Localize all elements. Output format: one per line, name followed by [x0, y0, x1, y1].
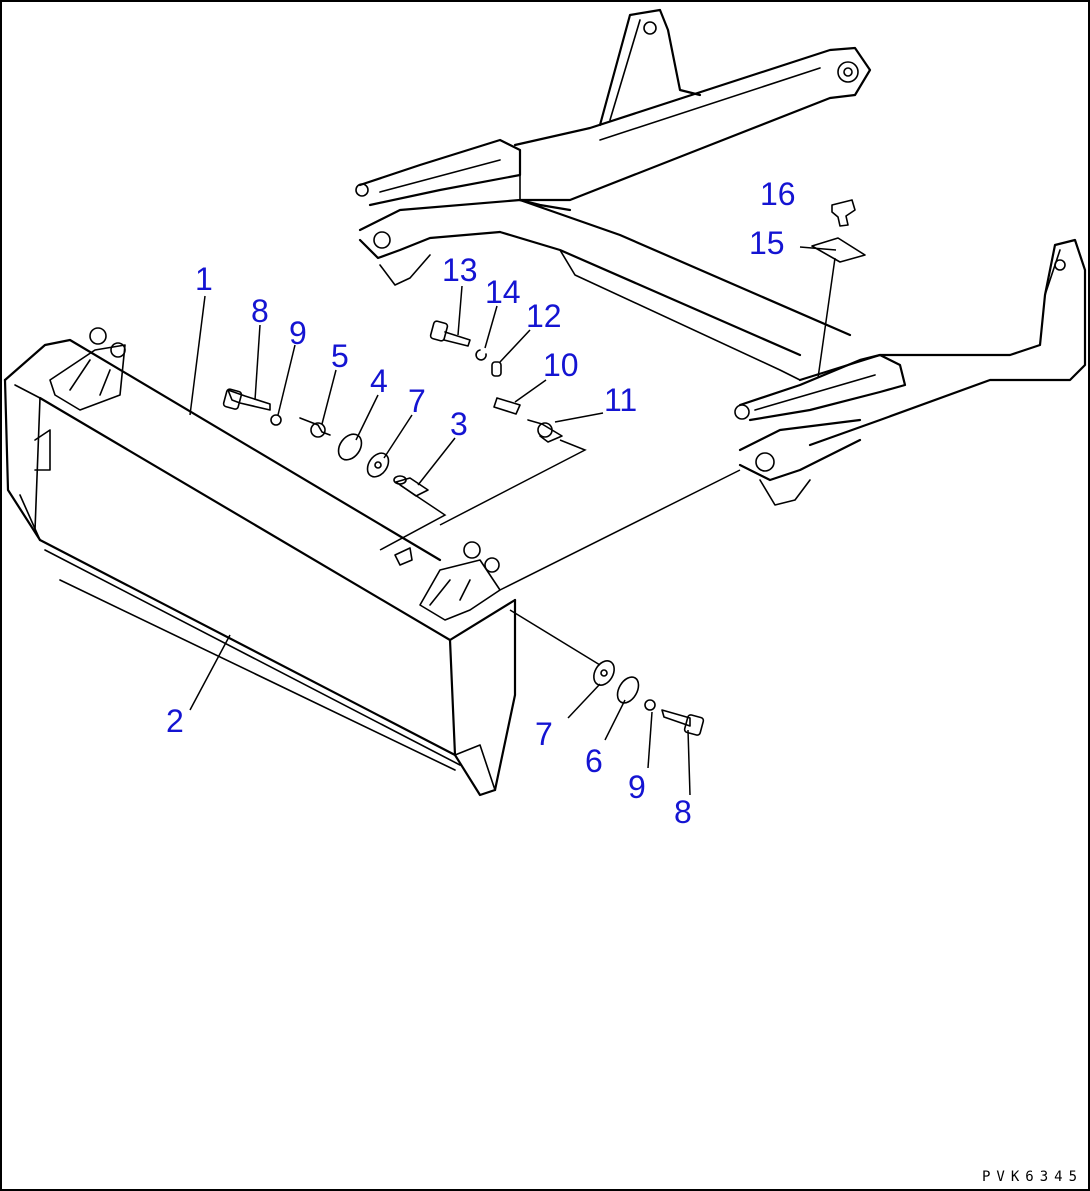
leader-lines: [189, 246, 837, 796]
callout-3: 3: [450, 406, 468, 442]
callout-5: 5: [331, 338, 349, 374]
callout-6: 6: [585, 743, 603, 779]
callout-7-upper: 7: [408, 383, 426, 419]
callout-10: 10: [543, 347, 579, 383]
callout-14: 14: [485, 274, 521, 310]
callouts: 1 2 3 4 5 6 7 7 8 8 9 9 10 11 12 13 14 1…: [166, 176, 796, 830]
callout-7-lower: 7: [535, 716, 553, 752]
main-frame: [355, 8, 1087, 506]
callout-16: 16: [760, 176, 796, 212]
assembly-lines: [379, 439, 741, 666]
callout-9-lower: 9: [628, 769, 646, 805]
callout-15: 15: [749, 225, 785, 261]
callout-1: 1: [195, 261, 213, 297]
callout-13: 13: [442, 252, 478, 288]
callout-8-upper: 8: [251, 293, 269, 329]
callout-4: 4: [370, 363, 388, 399]
callout-2: 2: [166, 703, 184, 739]
callout-12: 12: [526, 298, 562, 334]
blade: [3, 327, 517, 797]
callout-11: 11: [604, 382, 637, 418]
hardware-parts: [222, 199, 866, 736]
callout-9-upper: 9: [289, 315, 307, 351]
drawing-code: PVK6345: [982, 1169, 1083, 1185]
callout-8-lower: 8: [674, 794, 692, 830]
